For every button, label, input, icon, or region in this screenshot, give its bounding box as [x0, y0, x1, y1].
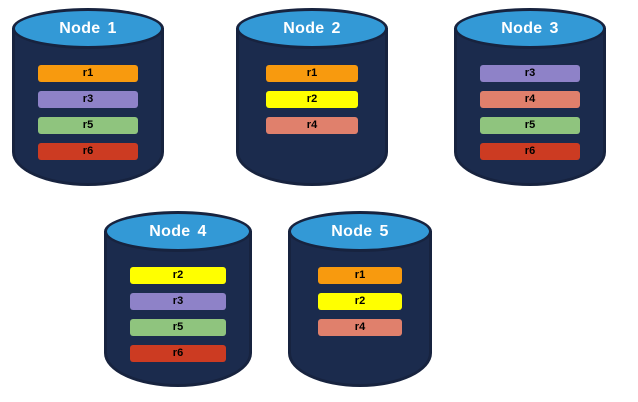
shard-list: r1 r2 r4: [288, 267, 432, 336]
shard-bar-r3[interactable]: r3: [480, 65, 580, 82]
node-title: Node 5: [288, 211, 432, 252]
cylinder-top-ellipse: [12, 8, 164, 49]
node-title-label: Node: [501, 19, 543, 37]
shard-list: r1 r2 r4: [236, 65, 388, 134]
shard-bar-r4[interactable]: r4: [318, 319, 402, 336]
shard-bar-r1[interactable]: r1: [318, 267, 402, 284]
node-title-number: 2: [331, 19, 341, 37]
node-cylinder-3[interactable]: Node 3 r3 r4 r5 r6: [454, 8, 606, 186]
node-title: Node 4: [104, 211, 252, 252]
shard-bar-r5[interactable]: r5: [38, 117, 138, 134]
shard-bar-r2[interactable]: r2: [266, 91, 358, 108]
node-cylinder-5[interactable]: Node 5 r1 r2 r4: [288, 211, 432, 387]
cylinder-top-ellipse: [236, 8, 388, 49]
shard-bar-r6[interactable]: r6: [38, 143, 138, 160]
shard-bar-r6[interactable]: r6: [480, 143, 580, 160]
shard-list: r2 r3 r5 r6: [104, 267, 252, 362]
shard-bar-r1[interactable]: r1: [38, 65, 138, 82]
cylinder-top-ellipse: [288, 211, 432, 252]
node-title-number: 5: [379, 222, 389, 240]
node-title-label: Node: [283, 19, 325, 37]
shard-list: r3 r4 r5 r6: [454, 65, 606, 160]
shard-bar-r2[interactable]: r2: [318, 293, 402, 310]
node-cylinder-2[interactable]: Node 2 r1 r2 r4: [236, 8, 388, 186]
node-cylinder-1[interactable]: Node 1 r1 r3 r5 r6: [12, 8, 164, 186]
node-title-number: 1: [107, 19, 117, 37]
shard-bar-r5[interactable]: r5: [130, 319, 226, 336]
node-title: Node 1: [12, 8, 164, 49]
shard-list: r1 r3 r5 r6: [12, 65, 164, 160]
node-title-label: Node: [59, 19, 101, 37]
cylinder-top-ellipse: [104, 211, 252, 252]
shard-bar-r3[interactable]: r3: [38, 91, 138, 108]
shard-bar-r6[interactable]: r6: [130, 345, 226, 362]
node-title: Node 2: [236, 8, 388, 49]
shard-bar-r1[interactable]: r1: [266, 65, 358, 82]
shard-bar-r4[interactable]: r4: [480, 91, 580, 108]
shard-bar-r2[interactable]: r2: [130, 267, 226, 284]
node-cylinder-4[interactable]: Node 4 r2 r3 r5 r6: [104, 211, 252, 387]
node-title-label: Node: [149, 222, 191, 240]
cylinder-top-ellipse: [454, 8, 606, 49]
node-title: Node 3: [454, 8, 606, 49]
node-title-number: 4: [197, 222, 207, 240]
shard-bar-r4[interactable]: r4: [266, 117, 358, 134]
shard-bar-r3[interactable]: r3: [130, 293, 226, 310]
node-title-label: Node: [331, 222, 373, 240]
shard-bar-r5[interactable]: r5: [480, 117, 580, 134]
node-title-number: 3: [549, 19, 559, 37]
